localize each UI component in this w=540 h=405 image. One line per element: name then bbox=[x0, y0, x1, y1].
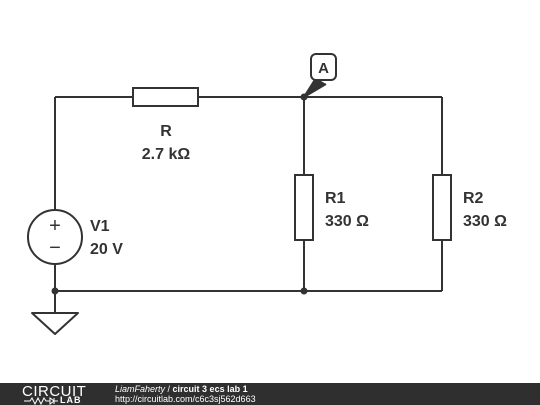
wires bbox=[54, 96, 443, 313]
junction-dot-bottom-left bbox=[51, 287, 59, 295]
circuitlab-logo[interactable]: CIRCUIT LAB bbox=[22, 383, 94, 405]
footer-bar: CIRCUIT LAB LiamFaherty / circuit 3 ecs … bbox=[0, 383, 540, 405]
author-line: LiamFaherty / circuit 3 ecs lab 1 bbox=[115, 384, 256, 394]
node-marker-pointer bbox=[303, 77, 327, 98]
junction-dot-bottom-mid bbox=[300, 287, 308, 295]
separator: / bbox=[165, 384, 173, 394]
resistor-r2[interactable] bbox=[432, 174, 452, 241]
resistor-r-name: R bbox=[160, 123, 172, 140]
resistor-r2-value: 330 Ω bbox=[463, 213, 507, 230]
ground-icon bbox=[31, 312, 79, 335]
logo-resistor-icon bbox=[24, 397, 58, 405]
resistor-r2-name: R2 bbox=[463, 190, 484, 207]
node-marker-box bbox=[310, 53, 337, 81]
resistor-r[interactable] bbox=[132, 87, 199, 107]
voltage-source-plus-icon: + bbox=[49, 215, 61, 237]
resistor-r1-value: 330 Ω bbox=[325, 213, 369, 230]
voltage-source-minus-icon: − bbox=[49, 237, 61, 259]
logo-text-bottom: LAB bbox=[60, 395, 82, 405]
node-marker-a[interactable]: A bbox=[303, 53, 337, 98]
circuit-schematic: R 2.7 kΩ R1 330 Ω R2 330 Ω + − V1 20 V A bbox=[27, 53, 507, 335]
circuit-title[interactable]: circuit 3 ecs lab 1 bbox=[172, 384, 248, 394]
voltage-source-v1[interactable] bbox=[27, 209, 83, 265]
resistor-r-value: 2.7 kΩ bbox=[142, 146, 191, 163]
voltage-source-v1-value: 20 V bbox=[90, 241, 123, 258]
circuit-url[interactable]: http://circuitlab.com/c6c3sj562d663 bbox=[115, 394, 256, 404]
node-marker-label: A bbox=[318, 60, 329, 77]
voltage-source-v1-name: V1 bbox=[90, 218, 110, 235]
author-name[interactable]: LiamFaherty bbox=[115, 384, 166, 394]
logo-text-top: CIRCUIT bbox=[22, 383, 87, 400]
resistor-r1[interactable] bbox=[294, 174, 314, 241]
resistor-r1-name: R1 bbox=[325, 190, 346, 207]
circuit-info: LiamFaherty / circuit 3 ecs lab 1 http:/… bbox=[115, 384, 256, 404]
